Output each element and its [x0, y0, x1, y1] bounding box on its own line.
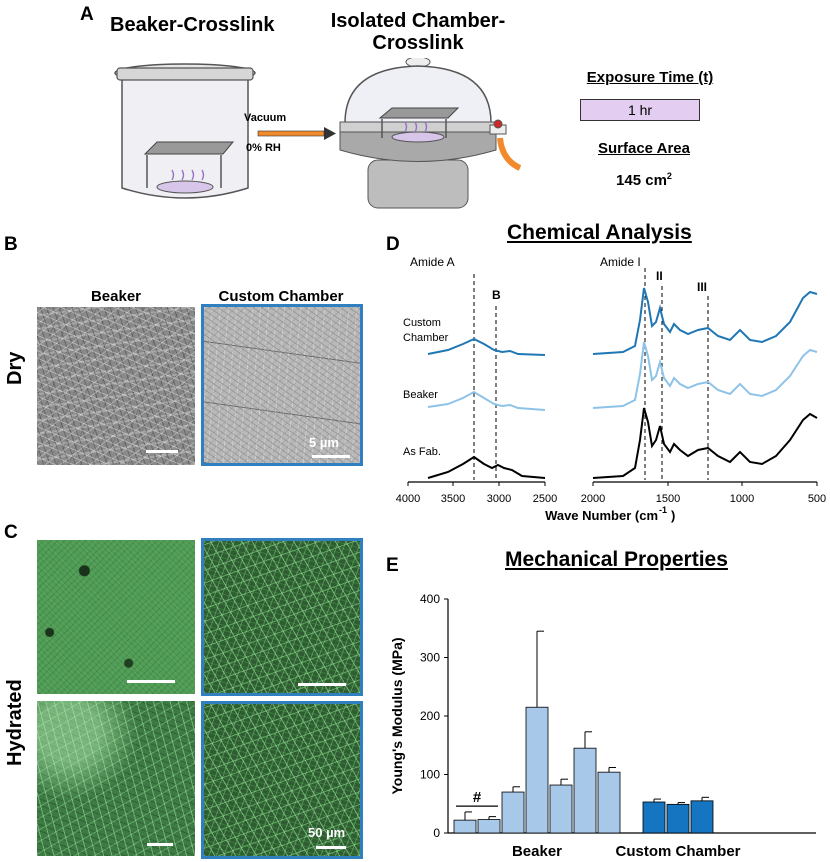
youngs-modulus-bar-chart: Young's Modulus (MPa) 0 100 200 300 400 Beak… — [389, 592, 816, 860]
scale-bar — [147, 843, 173, 846]
peak-label-amide-a: Amide A — [410, 255, 455, 269]
ftir-tick-marks — [407, 482, 818, 486]
bar — [666, 803, 690, 834]
panel-c-letter: C — [4, 522, 18, 543]
surface-area-exponent: 2 — [666, 171, 672, 181]
bar — [549, 784, 573, 834]
tick-label: 2000 — [581, 493, 605, 505]
tick-label: 1000 — [730, 493, 754, 505]
bar-chart-group-labels: Beaker Custom Chamber — [512, 843, 741, 860]
surface-area-number: 145 cm — [616, 172, 667, 189]
fluo-chamber-hydrated-2: 50 µm — [201, 701, 363, 859]
peak-label-ii: II — [656, 269, 663, 283]
row-hydrated-text: Hydrated — [4, 679, 26, 766]
trace-label-custom-1: Custom — [403, 317, 441, 329]
peak-label-iii: III — [697, 280, 707, 294]
bar — [501, 791, 525, 834]
tick-label: 4000 — [396, 493, 420, 505]
trace-label-beaker: Beaker — [403, 389, 438, 401]
scale-label-50um: 50 µm — [308, 825, 346, 840]
group-label: Custom Chamber — [615, 843, 740, 860]
chamber-title-line1: Isolated Chamber- — [330, 10, 506, 32]
crosslink-setup-illustration — [114, 58, 522, 209]
beaker-illustration — [114, 63, 256, 199]
y-tick-label: 0 — [433, 826, 440, 840]
scale-bar — [298, 683, 346, 686]
panel-e-letter: E — [386, 555, 399, 576]
y-tick-label: 100 — [420, 768, 440, 782]
scale-bar — [127, 680, 175, 683]
tick-label: 2500 — [533, 493, 557, 505]
fluo-beaker-hydrated-1 — [37, 540, 195, 694]
row-dry-text: Dry — [4, 351, 26, 385]
scale-label-5um: 5 µm — [309, 435, 339, 450]
arrow-top-label: Vacuum — [244, 112, 287, 124]
trace-beaker-left — [427, 390, 546, 411]
trace-custom-chamber-left — [427, 337, 546, 356]
surface-area-heading: Surface Area — [598, 140, 690, 157]
arrow-bottom-label: 0% RH — [246, 142, 281, 154]
chemical-analysis-title: Chemical Analysis — [507, 221, 692, 244]
row-hydrated-label: Hydrated — [4, 679, 27, 766]
scale-bar — [146, 450, 178, 453]
col-chamber-label: Custom Chamber — [218, 288, 344, 305]
ftir-xlabel-close: ) — [671, 508, 675, 523]
exposure-heading: Exposure Time (t) — [586, 69, 714, 86]
chamber-title-line2: Crosslink — [372, 32, 464, 54]
tick-label: 1500 — [656, 493, 680, 505]
peak-label-amide-i: Amide I — [600, 255, 641, 269]
bar — [597, 771, 621, 834]
bar — [690, 800, 714, 834]
tick-label: 500 — [808, 493, 826, 505]
y-tick-label: 400 — [420, 592, 440, 606]
chamber-illustration — [339, 58, 522, 209]
sem-chamber-dry-image: 5 µm — [201, 304, 363, 466]
panel-a-letter: A — [80, 4, 94, 25]
row-dry-label: Dry — [4, 352, 27, 385]
sem-beaker-dry-image — [37, 307, 195, 465]
trace-beaker-right — [592, 341, 818, 409]
ftir-xlabel: Wave Number (cm — [545, 508, 658, 523]
panel-d-letter: D — [386, 234, 400, 255]
bar — [525, 706, 549, 834]
bar — [477, 819, 501, 834]
y-tick-label: 200 — [420, 709, 440, 723]
fluo-chamber-hydrated-1 — [201, 538, 363, 696]
vacuum-arrow — [257, 127, 336, 140]
group-label: Beaker — [512, 843, 562, 860]
y-tick-label: 300 — [420, 651, 440, 665]
significance-hash: # — [473, 789, 482, 806]
tick-label: 3500 — [441, 493, 465, 505]
trace-label-asfab: As Fab. — [403, 446, 441, 458]
tick-label: 3000 — [487, 493, 511, 505]
mechanical-properties-title: Mechanical Properties — [505, 548, 728, 571]
bar — [642, 801, 666, 834]
scale-bar — [316, 846, 346, 849]
peak-label-b: B — [492, 288, 501, 302]
trace-custom-chamber-right — [592, 287, 818, 355]
ftir-xlabel-exp: -1 — [659, 505, 667, 515]
col-beaker-label: Beaker — [90, 288, 142, 305]
trace-label-custom-2: Chamber — [403, 332, 449, 344]
exposure-value: 1 hr — [627, 102, 653, 118]
panel-b-letter: B — [4, 234, 18, 255]
ftir-spectra-chart: 4000 3500 3000 2500 2000 1500 1000 500 W… — [396, 255, 826, 523]
trace-asfab-right — [592, 407, 818, 479]
surface-area-value: 145 cm2 — [575, 171, 713, 189]
exposure-value-box: 1 hr — [580, 99, 700, 121]
bar — [453, 819, 477, 834]
fluo-beaker-hydrated-2 — [37, 701, 195, 856]
ftir-xlabel-text: Wave Number (cm — [545, 508, 658, 523]
bar-chart-ylabel: Young's Modulus (MPa) — [389, 637, 405, 794]
beaker-crosslink-title: Beaker-Crosslink — [110, 14, 275, 36]
bar — [573, 747, 597, 834]
chamber-crosslink-title: Isolated Chamber- Crosslink — [318, 10, 518, 54]
scale-bar — [312, 455, 350, 458]
bar-chart-bars — [453, 630, 714, 834]
trace-asfab-left — [427, 455, 546, 479]
